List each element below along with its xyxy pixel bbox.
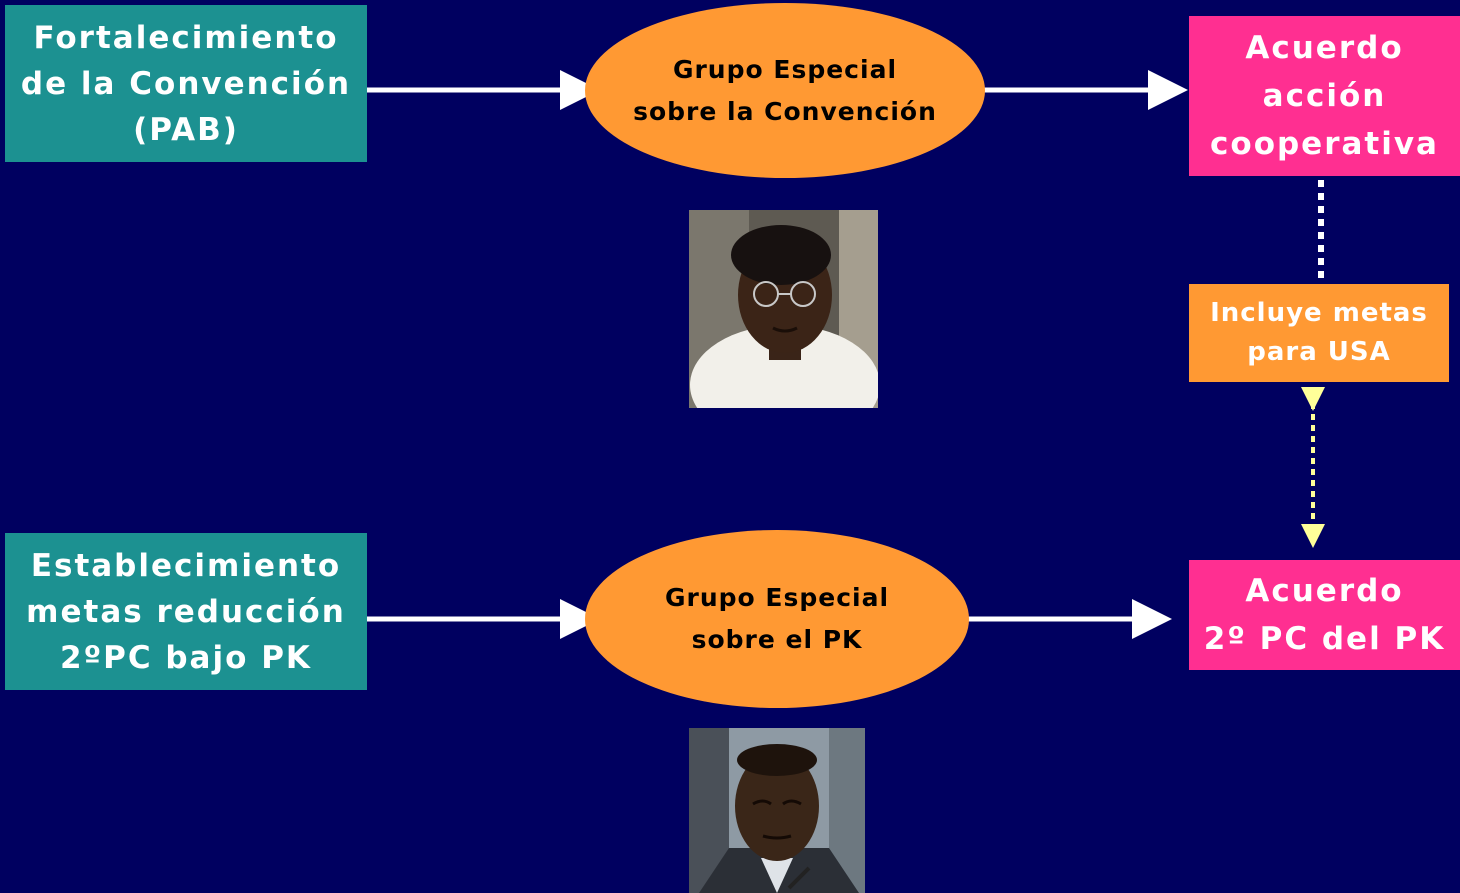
portrait-photo-bottom <box>689 728 865 893</box>
ellipse-grupo-especial-pk: Grupo Especial sobre el PK <box>585 530 969 708</box>
box-establecimiento-metas-reduccion: Establecimiento metas reducción 2ºPC baj… <box>5 533 367 690</box>
portrait-photo-top <box>689 210 878 408</box>
box-acuerdo-2pc-pk: Acuerdo 2º PC del PK <box>1189 560 1460 670</box>
box-acuerdo-accion-cooperativa: Acuerdo acción cooperativa <box>1189 16 1460 176</box>
box-incluye-metas-usa: Incluye metas para USA <box>1189 284 1449 382</box>
portrait-photo-woman-with-glasses <box>689 210 878 408</box>
portrait-photo-man <box>689 728 865 893</box>
box-fortalecimiento-convencion: Fortalecimiento de la Convención (PAB) <box>5 5 367 162</box>
ellipse-grupo-especial-convencion: Grupo Especial sobre la Convención <box>585 3 985 178</box>
